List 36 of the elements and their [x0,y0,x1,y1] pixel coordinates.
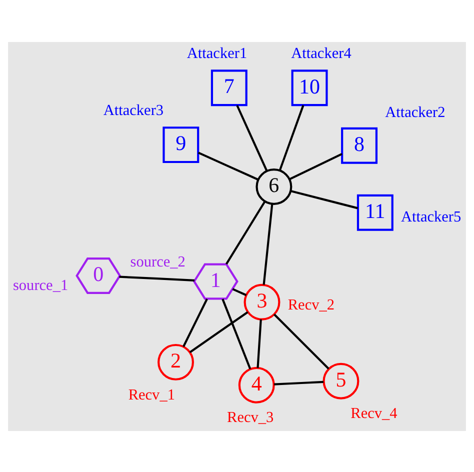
node-label: Attacker2 [385,103,446,120]
node-label: source_2 [130,253,186,270]
connector [119,275,195,281]
node-label: Recv_4 [350,404,398,422]
node-label: Attacker4 [291,44,352,62]
connector [222,298,252,369]
connector [274,380,324,385]
connector [289,152,342,180]
connector [198,151,259,180]
node-circle: 2 [158,343,194,380]
node-circle: 3 [244,283,280,320]
node-box: 9 [162,126,200,163]
node-box: 7 [210,69,248,106]
node-label: Attacker3 [103,102,164,119]
node-label: Attacker5 [400,208,462,226]
connector [274,313,330,370]
connector [232,288,247,296]
node-label: Recv_3 [227,408,274,426]
connector [182,298,208,347]
node-circle: 5 [322,362,360,399]
node-box: 8 [341,126,378,164]
node-box: 11 [356,194,394,230]
node-label: Recv_1 [128,386,175,403]
connector [236,104,268,171]
node-circle: 4 [238,366,275,403]
connector [262,203,274,284]
node-circle: 6 [256,168,292,204]
connector [278,104,304,170]
node-label: Recv_2 [288,296,335,314]
node-label: Attacker1 [186,44,248,62]
node-label: source_1 [12,276,68,294]
connector [290,190,358,209]
connector [256,318,262,368]
connector [189,310,248,353]
connector [225,200,266,264]
node-box: 10 [291,69,328,106]
